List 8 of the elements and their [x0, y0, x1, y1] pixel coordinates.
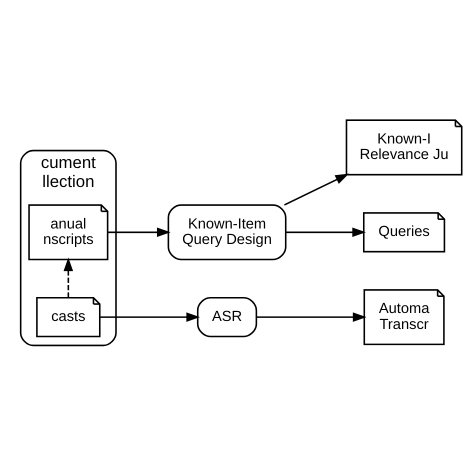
arrow	[100, 312, 200, 322]
arrow	[256, 312, 366, 322]
arrow	[284, 174, 349, 206]
arrow	[286, 228, 366, 238]
arrow	[64, 257, 74, 298]
arrow	[108, 228, 171, 238]
node-box: ASR	[196, 296, 258, 338]
node-box: Known-Item Query Design	[168, 204, 286, 260]
